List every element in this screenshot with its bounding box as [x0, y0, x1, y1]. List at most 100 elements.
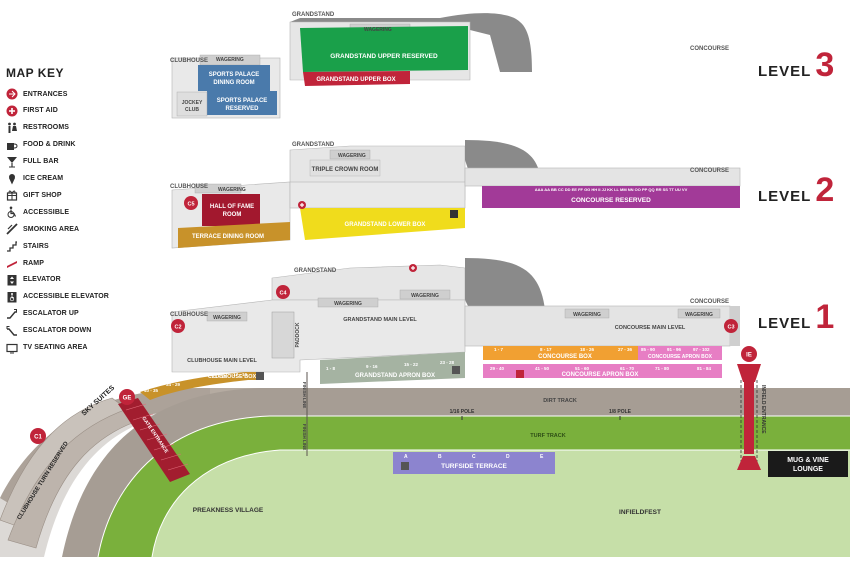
- label-grandstand-apron: GRANDSTAND APRON BOX: [355, 373, 435, 379]
- map-key-item: SMOKING AREA: [5, 221, 79, 237]
- svg-text:C5: C5: [187, 202, 194, 208]
- map-key-item: GIFT SHOP: [5, 187, 62, 203]
- track-ground: [0, 372, 850, 558]
- wheelchair-icon: [516, 370, 524, 378]
- label-jockey: JOCKEY: [182, 100, 203, 106]
- escalator-up-icon: [5, 307, 19, 321]
- entrance-icon[interactable]: C3: [724, 319, 738, 333]
- entrance-icon[interactable]: C4: [276, 285, 290, 299]
- map-key-item: FULL BAR: [5, 154, 59, 170]
- label-concourse-box: CONCOURSE BOX: [538, 354, 592, 360]
- wagering-box: [317, 297, 379, 308]
- grandstand-upper-box: [303, 71, 410, 86]
- label-infieldfest: INFIELDFEST: [619, 509, 661, 516]
- grandstand-upper-reserved: [300, 26, 468, 72]
- label-hall-of-fame: HALL OF FAME: [210, 204, 254, 210]
- label-sports-palace-reserved-2: RESERVED: [226, 106, 260, 112]
- sec-cbx-3: 23 - 18: [212, 374, 227, 379]
- sec-t-b: B: [438, 454, 442, 460]
- wagering-box: [206, 311, 248, 322]
- gift-icon: [5, 188, 19, 202]
- entrance-icon[interactable]: C2: [171, 319, 185, 333]
- svg-text:IE: IE: [746, 353, 752, 359]
- wheelchair-icon: [450, 210, 458, 218]
- map-key-item: ENTRANCES: [5, 86, 67, 102]
- entrance-icon[interactable]: IE: [741, 346, 757, 362]
- map-key-item: STAIRS: [5, 238, 49, 254]
- map-key-label: STAIRS: [23, 242, 49, 250]
- level-3: [171, 13, 532, 119]
- svg-text:C3: C3: [727, 325, 734, 331]
- first-aid-icon: [5, 104, 19, 118]
- label-concourse-reserved-sections: AAA AA BB CC DD EE FF GG HH II JJ KK LL …: [535, 187, 688, 192]
- map-key-label: RAMP: [23, 259, 45, 267]
- map-key-item: FOOD & DRINK: [5, 137, 76, 153]
- entrance-markers: C1 GE IE C2 C3 C4 C5: [30, 196, 757, 444]
- infield: [152, 450, 850, 557]
- sec-cal-5: 71 - 80: [655, 366, 670, 371]
- label-wagering-l2a: WAGERING: [218, 187, 246, 193]
- sec-t-e: E: [540, 454, 544, 460]
- map-key-item: RESTROOMS: [5, 120, 69, 136]
- map-key-item: ICE CREAM: [5, 171, 63, 187]
- wagering-box: [329, 149, 371, 160]
- wagering-box: [564, 308, 610, 319]
- map-key-label: GIFT SHOP: [23, 191, 62, 199]
- level-3-label: LEVEL 3: [758, 46, 836, 84]
- map-key-title: MAP KEY: [6, 66, 64, 80]
- map-key-label: ESCALATOR UP: [23, 310, 79, 318]
- entrance-icon[interactable]: C5: [184, 196, 198, 210]
- restroom-icon: [5, 121, 19, 135]
- label-clubhouse-l2: CLUBHOUSE: [170, 184, 208, 190]
- sec-ga-3: 15 - 22: [404, 362, 419, 367]
- sec-ga-1: 1 - 8: [326, 366, 336, 371]
- label-grandstand-lower-box: GRANDSTAND LOWER BOX: [345, 222, 426, 228]
- tv-icon: [5, 341, 19, 355]
- map-key-item: RAMP: [5, 255, 44, 271]
- sec-cbx-2: 34 - 29: [166, 382, 181, 387]
- entrance-icon[interactable]: GE: [119, 389, 135, 405]
- smoking-icon: [5, 222, 19, 236]
- sports-palace-dining-room: [198, 65, 270, 91]
- grandstand-apron-box: [320, 352, 465, 384]
- terrace-dining-room: [178, 222, 290, 248]
- label-sports-palace-reserved: SPORTS PALACE: [217, 98, 268, 104]
- label-clubhouse-box: CLUBHOUSE BOX: [208, 374, 257, 380]
- label-wagering-l1d: WAGERING: [573, 312, 601, 318]
- sec-cab-3: 97 - 102: [693, 347, 710, 352]
- label-mug-vine-2: LOUNGE: [793, 466, 823, 473]
- label-wagering-l2b: WAGERING: [338, 153, 366, 159]
- label-sports-palace-dining: SPORTS PALACE: [209, 72, 260, 78]
- sec-t-a: A: [404, 454, 408, 460]
- label-pole-116: 1/16 POLE: [450, 409, 475, 415]
- svg-text:C2: C2: [174, 325, 181, 331]
- first-aid-icon: [409, 264, 417, 272]
- grandstand-lower-box: [300, 208, 465, 240]
- level-3-word: LEVEL: [758, 63, 812, 80]
- label-wagering-l1b: WAGERING: [334, 301, 362, 307]
- label-mug-vine: MUG & VINE: [787, 457, 829, 464]
- label-concourse-main: CONCOURSE MAIN LEVEL: [615, 325, 686, 331]
- map-key-item: TV SEATING AREA: [5, 340, 88, 356]
- food-drink-icon: [5, 138, 19, 152]
- turfside-terrace: [393, 452, 555, 474]
- entrance-icon[interactable]: C1: [30, 428, 46, 444]
- label-triple-crown: TRIPLE CROWN ROOM: [312, 167, 379, 173]
- label-grandstand-l3: GRANDSTAND: [292, 12, 335, 18]
- label-clubhouse-l3: CLUBHOUSE: [170, 58, 208, 64]
- sec-t-c: C: [472, 454, 476, 460]
- map-key-label: ESCALATOR DOWN: [23, 327, 92, 335]
- concourse-apron-box-lower: [483, 364, 722, 378]
- map-key-label: TV SEATING AREA: [23, 344, 88, 351]
- label-terrace-dining: TERRACE DINING ROOM: [192, 234, 264, 240]
- label-dirt-track: DIRT TRACK: [543, 398, 577, 404]
- level-3-number: 3: [815, 46, 836, 84]
- svg-text:C4: C4: [279, 291, 287, 297]
- map-key-label: FIRST AID: [23, 107, 58, 115]
- cocktail-icon: [5, 155, 19, 169]
- label-finish-line-1: FINISH LINE: [302, 382, 307, 408]
- level-2-label: LEVEL 2: [758, 173, 835, 207]
- level-1-number: 1: [815, 298, 836, 336]
- wagering-box: [677, 308, 721, 319]
- map-key-label: ELEVATOR: [23, 276, 61, 284]
